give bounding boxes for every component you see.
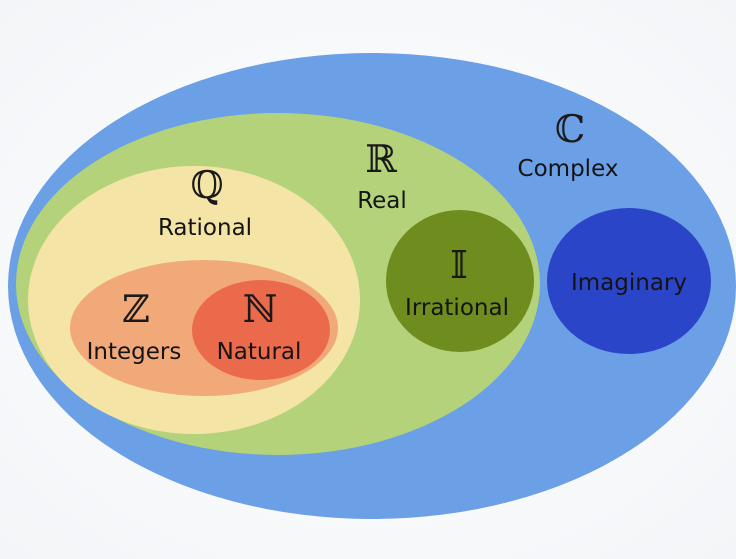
natural-set-region xyxy=(192,280,330,380)
imaginary-set-region xyxy=(547,208,711,354)
rational-symbol: ℚ xyxy=(190,163,223,207)
real-symbol: ℝ xyxy=(365,137,397,181)
complex-label: Complex xyxy=(518,156,619,182)
rational-label: Rational xyxy=(158,215,252,241)
irrational-set-region xyxy=(386,210,534,352)
integers-label: Integers xyxy=(87,339,182,365)
complex-symbol: ℂ xyxy=(555,107,585,151)
natural-symbol: ℕ xyxy=(243,287,278,331)
irrational-symbol: 𝕀 xyxy=(450,243,468,287)
imaginary-label: Imaginary xyxy=(571,270,687,296)
real-label: Real xyxy=(357,188,407,214)
irrational-label: Irrational xyxy=(405,295,509,321)
integers-symbol: ℤ xyxy=(122,287,150,331)
natural-label: Natural xyxy=(217,339,302,365)
